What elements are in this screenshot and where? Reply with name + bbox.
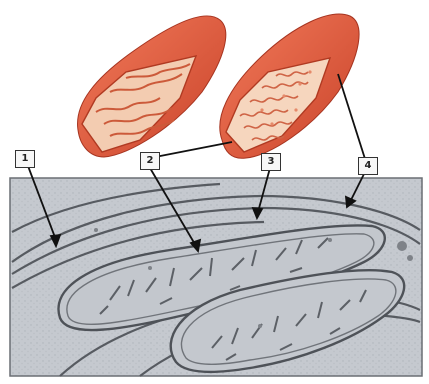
- leader-line-2-top: [150, 142, 232, 158]
- callout-1: 1: [15, 150, 35, 168]
- mitochondrion-left: [78, 16, 226, 157]
- mitochondrion-right: [220, 14, 359, 158]
- callout-4: 4: [358, 157, 378, 175]
- leader-line-4-top: [338, 74, 366, 162]
- callout-2: 2: [140, 152, 160, 170]
- callout-3: 3: [261, 153, 281, 171]
- electron-micrograph: [10, 178, 422, 376]
